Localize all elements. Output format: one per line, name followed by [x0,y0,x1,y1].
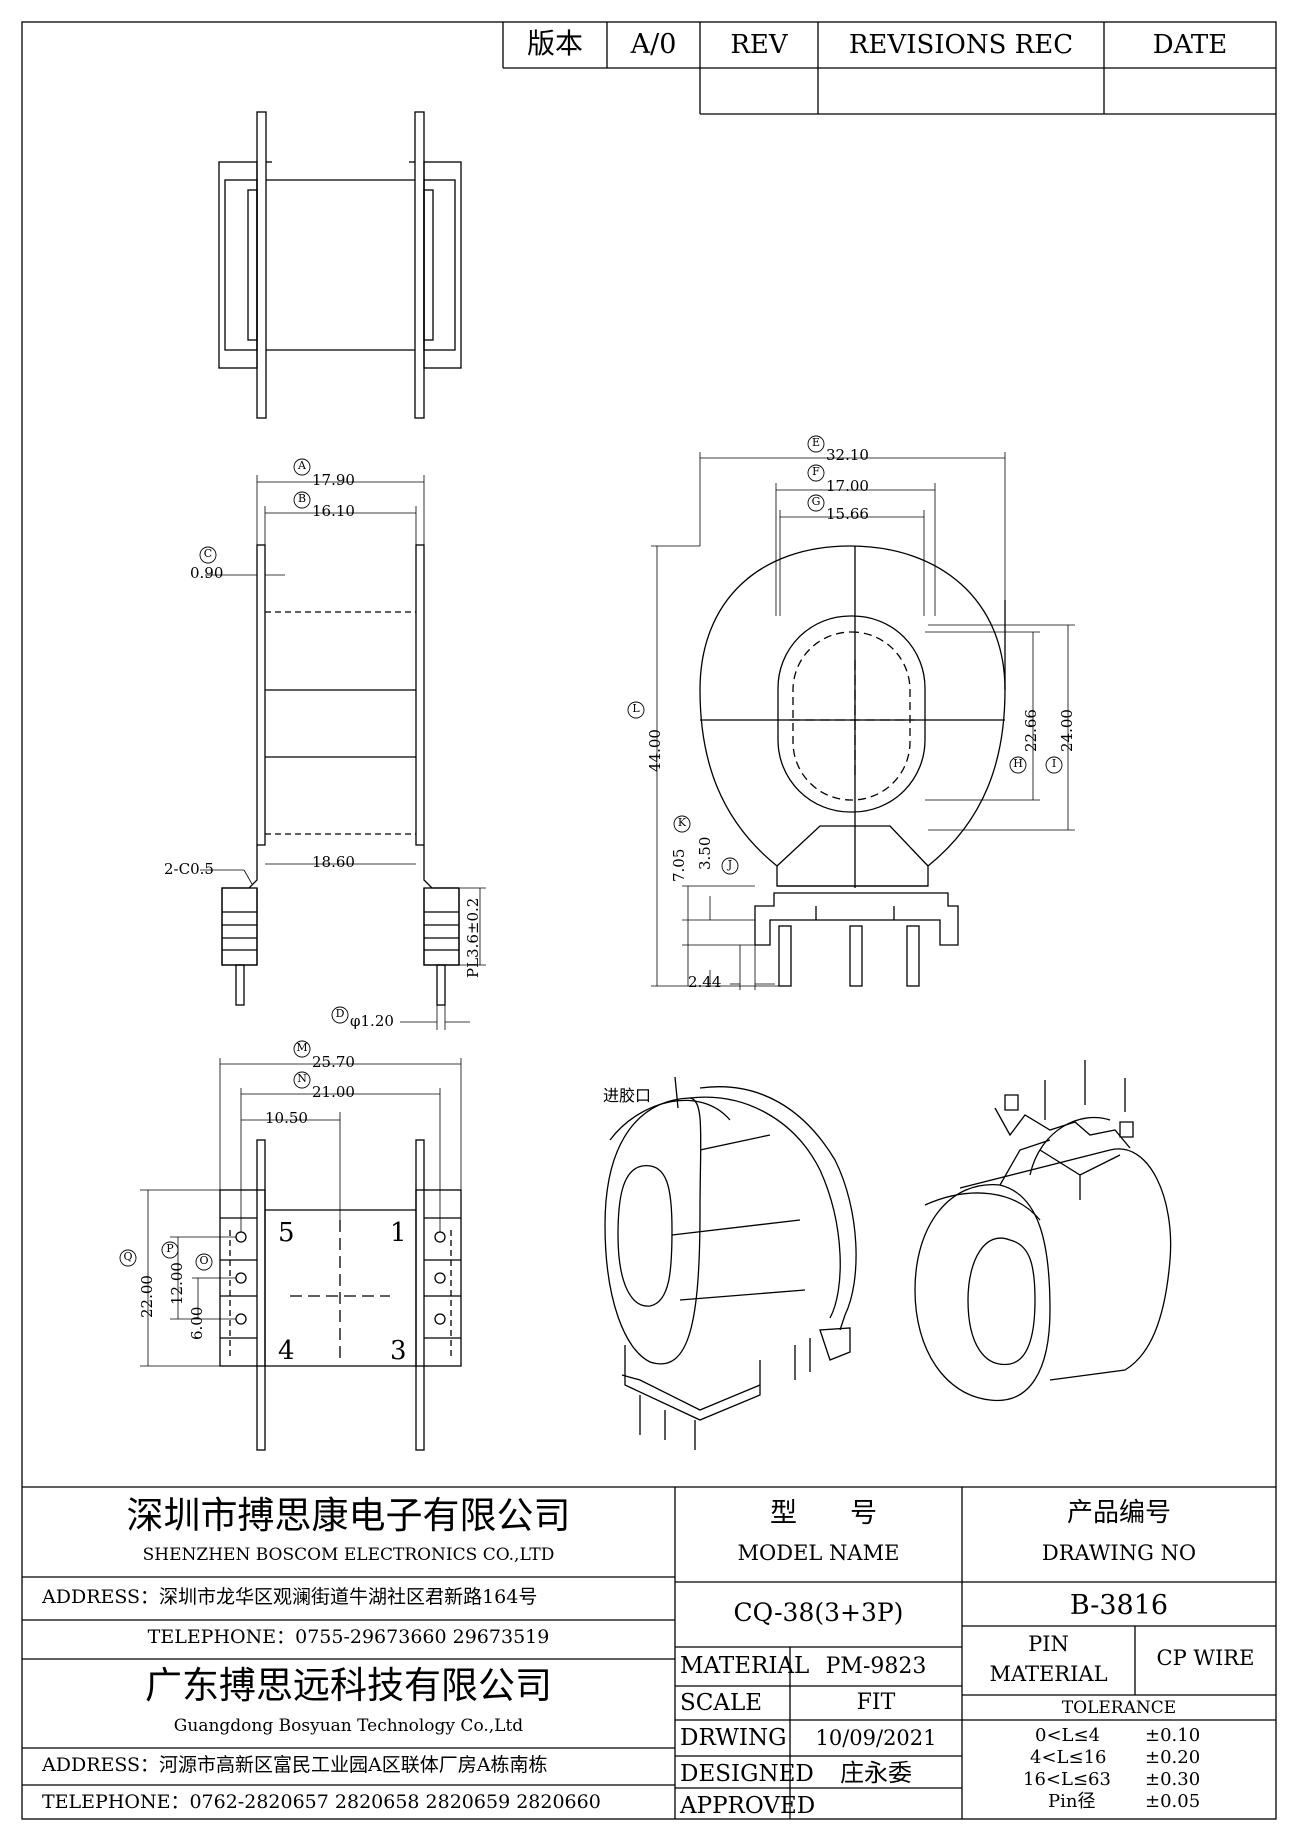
dim-marker-L: L [632,702,640,715]
tolerance-label: TOLERANCE [1061,1698,1177,1718]
version-label: 版本 [526,27,583,60]
revision-table-lines [502,22,1276,115]
dim-J-value: 3.50 [696,836,714,870]
dim-marker-E: E [811,436,821,449]
address-1: ADDRESS：深圳市龙华区观澜街道牛湖社区君新路164号 [42,1586,538,1608]
dim-marker-I: I [1051,757,1057,770]
designed-label: DESIGNED [680,1761,814,1787]
dim-L-value: 44.00 [646,729,664,772]
company2-cn: 广东搏思远科技有限公司 [145,1664,552,1707]
tolerance-value-4: ±0.05 [1145,1791,1201,1812]
top-view [218,111,462,419]
model-cn-1: 型 [770,1498,797,1529]
drawing-label: DRWING [680,1725,787,1751]
dim-N-value: 21.00 [312,1083,355,1101]
dim-D-value: φ1.20 [350,1012,394,1030]
dim-marker-G: G [811,495,821,508]
telephone-1: TELEPHONE：0755-29673660 29673519 [147,1626,550,1648]
dim-marker-H: H [1013,757,1023,770]
pin-number-4: 4 [278,1336,295,1366]
drawing-date: 10/09/2021 [815,1726,937,1750]
dim-C-value: 0.90 [190,564,224,582]
tolerance-range-3: 16<L≤63 [1023,1769,1111,1790]
dim-K-value: 7.05 [670,848,688,882]
dim-pin-length: PL3.6±0.2 [464,897,482,978]
pin-material-label-2: MATERIAL [989,1662,1108,1686]
dim-marker-J: J [727,858,733,871]
pin-material-value: CP WIRE [1156,1646,1255,1670]
dim-chamfer: 2-C0.5 [164,860,214,878]
dim-marker-P: P [166,1242,174,1255]
isometric-view-right [914,1060,1172,1402]
dim-marker-O: O [199,1254,209,1267]
tolerance-value-3: ±0.30 [1145,1769,1201,1790]
dim-side-offset: 2.44 [688,973,722,991]
dim-E-value: 32.10 [826,446,869,464]
dim-bottom-width: 18.60 [312,853,355,871]
telephone-2: TELEPHONE：0762-2820657 2820658 2820659 2… [42,1791,601,1813]
dim-marker-B: B [297,492,307,505]
bottom-view [140,1058,462,1451]
company-cn: 深圳市搏思康电子有限公司 [126,1494,571,1537]
dim-marker-Q: Q [123,1250,133,1263]
dim-marker-A: A [298,459,306,472]
dim-I-value: 24.00 [1058,709,1076,752]
drawing-no-cn: 产品编号 [1066,1498,1171,1528]
dim-marker-C: C [203,547,213,560]
model-cn-2: 号 [850,1498,877,1529]
pin-number-3: 3 [390,1336,407,1366]
dim-marker-M: M [296,1041,308,1054]
sheet-border [21,21,1277,1820]
rev-header: REV [730,30,788,60]
dimension-markers [119,435,1063,1271]
material-value: PM-9823 [825,1654,927,1679]
company-en: SHENZHEN BOSCOM ELECTRONICS CO.,LTD [142,1545,555,1565]
drawing-no-value: B-3816 [1069,1590,1169,1621]
tolerance-range-2: 4<L≤16 [1030,1747,1107,1768]
model-en: MODEL NAME [737,1541,900,1565]
address-2: ADDRESS：河源市高新区富民工业园A区联体厂房A栋南栋 [42,1754,548,1776]
tolerance-value-1: ±0.10 [1145,1725,1201,1746]
dim-marker-N: N [297,1072,307,1085]
approved-label: APPROVED [680,1793,816,1819]
dim-marker-F: F [812,465,820,478]
title-block-lines [22,1486,1276,1819]
date-header: DATE [1152,30,1228,60]
dim-M-value: 25.70 [312,1053,355,1071]
revisions-header: REVISIONS REC [848,30,1074,60]
pin-number-1: 1 [390,1218,407,1248]
dim-P-value: 12.00 [168,1262,186,1305]
dim-Q-value: 22.00 [138,1275,156,1318]
pin-number-5: 5 [278,1218,295,1248]
scale-label: SCALE [680,1690,763,1716]
tolerance-range-4: Pin径 [1048,1791,1096,1812]
dim-marker-K: K [677,816,687,829]
drawing-no-en: DRAWING NO [1041,1541,1197,1565]
side-view [651,452,1075,990]
dim-marker-D: D [335,1007,345,1020]
dim-F-value: 17.00 [826,477,869,495]
dim-H-value: 22.66 [1022,709,1040,752]
tolerance-range-1: 0<L≤4 [1035,1725,1101,1746]
isometric-view-left [604,1076,857,1450]
dim-B-value: 16.10 [312,502,355,520]
gate-label: 进胶口 [603,1086,652,1105]
company2-en: Guangdong Bosyuan Technology Co.,Ltd [173,1716,524,1736]
tolerance-value-2: ±0.20 [1145,1747,1201,1768]
dim-half-width: 10.50 [265,1109,308,1127]
model-value: CQ-38(3+3P) [733,1598,904,1627]
front-view [200,475,486,1030]
designed-value: 庄永委 [840,1759,912,1787]
dim-O-value: 6.00 [188,1306,206,1340]
pin-material-label-1: PIN [1028,1632,1069,1656]
version-value: A/0 [630,29,677,60]
dim-A-value: 17.90 [312,471,355,489]
scale-value: FIT [856,1690,896,1715]
dim-G-value: 15.66 [826,505,869,523]
material-label: MATERIAL [680,1653,810,1679]
